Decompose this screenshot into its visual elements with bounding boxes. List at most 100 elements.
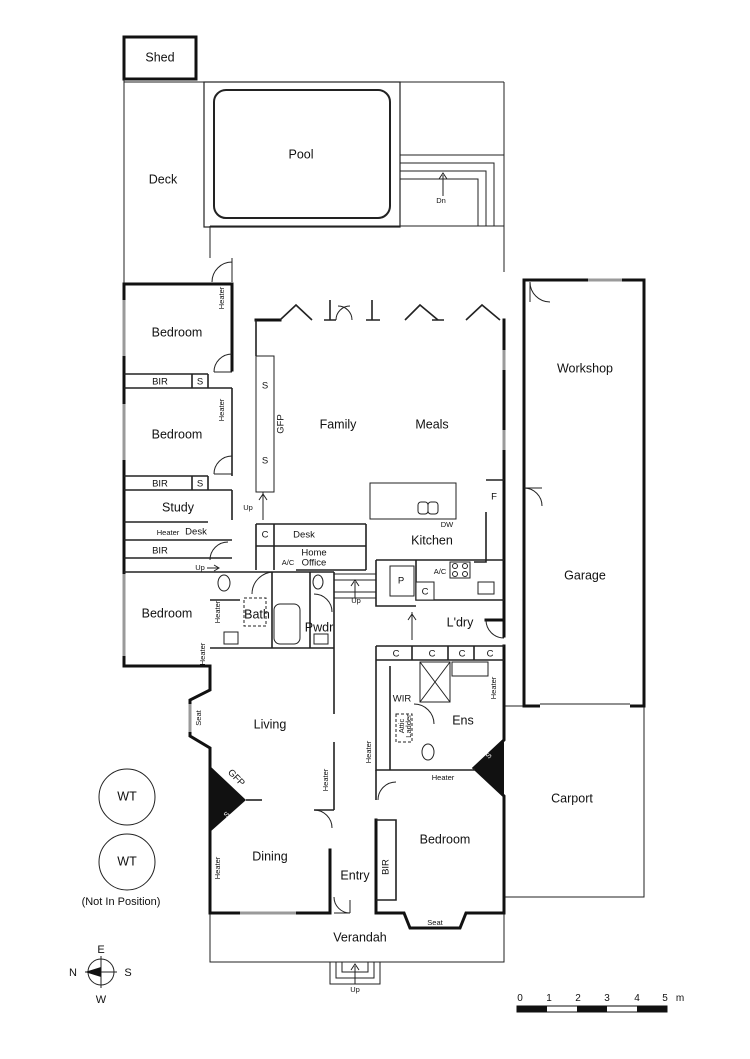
dining-label: Dining [252, 849, 287, 863]
gfp-family-label: GFP [276, 414, 287, 434]
bir3-label: BIR [152, 546, 168, 557]
up-verandah-label: Up [350, 985, 360, 994]
laundry-tub [477, 581, 495, 595]
compass-needle [85, 967, 101, 977]
shed-outline [122, 35, 198, 81]
living-dining-wall [188, 664, 332, 915]
heater-living-label: Heater [321, 768, 330, 791]
scale-seg-3 [577, 1006, 607, 1012]
verandah-up-arrow [350, 963, 360, 984]
bedroom2-label: Bedroom [152, 427, 203, 441]
up-bed3-label: Up [195, 563, 205, 572]
scale-tick-1: 1 [546, 993, 552, 1004]
laundry-door [485, 619, 505, 639]
misc-labels: Dn Up Up Up Up WT WT (Not In Position) [82, 196, 446, 994]
garage-walls [522, 278, 646, 708]
study-label: Study [162, 500, 195, 514]
s-ens-label: S [484, 751, 494, 761]
deck-door [211, 258, 233, 283]
scale-bar: 0 1 2 3 4 5 m [516, 993, 684, 1013]
ensuite-toilet [421, 743, 435, 761]
pantry-label: P [398, 576, 404, 587]
bifold-doors [279, 300, 501, 321]
bed2-door [213, 455, 233, 475]
bedroom1-label: Bedroom [152, 325, 203, 339]
kitchen-label: Kitchen [411, 533, 453, 547]
heater-study-label: Heater [157, 528, 180, 537]
main-bir-walls [375, 770, 397, 901]
family-label: Family [320, 417, 358, 431]
bir1-walls [124, 373, 232, 389]
scale-tick-0: 0 [517, 993, 523, 1004]
living-door [313, 809, 333, 829]
bath-door [251, 571, 275, 595]
not-in-position-label: (Not In Position) [82, 896, 161, 908]
water-tank-1 [98, 768, 156, 826]
seat-living-label: Seat [194, 709, 203, 725]
shower-cross [419, 661, 451, 703]
chimney-living [210, 766, 246, 832]
scale-tick-2: 2 [575, 993, 581, 1004]
garage-label: Garage [564, 568, 606, 582]
kitchen-cupboard [415, 581, 435, 601]
sink-left [417, 501, 429, 515]
heater-bed2-label: Heater [217, 398, 226, 421]
heater-ens-label: Heater [489, 676, 498, 699]
c-kitchen-label: C [422, 587, 429, 598]
bed1-door [213, 353, 233, 373]
pwdr-door [313, 593, 333, 613]
s-living-label: S [222, 810, 232, 820]
west-wing-wall [122, 282, 234, 668]
heater-dining-label: Heater [213, 856, 222, 879]
compass-w: W [96, 994, 107, 1006]
heater-bed1-label: Heater [217, 286, 226, 309]
up-study-label: Up [243, 503, 253, 512]
pool-steps [400, 162, 495, 226]
workshop-door [529, 281, 551, 303]
gfp-cabinet [255, 355, 275, 493]
heater-wir-label: Heater [364, 740, 373, 763]
shed-label: Shed [145, 50, 174, 64]
s4-label: S [262, 456, 268, 467]
bathtub [273, 603, 301, 645]
wir-walls [389, 666, 475, 771]
up-kitchen-label: Up [351, 596, 361, 605]
front-door [333, 896, 351, 914]
room-labels: Shed Pool Deck Workshop Garage Carport F… [142, 50, 613, 944]
bir1-label: BIR [152, 377, 168, 388]
ensuite-door [413, 703, 435, 725]
wt1-label: WT [117, 789, 137, 803]
workshop-label: Workshop [557, 361, 613, 375]
sink-right [427, 501, 439, 515]
outdoor-areas [122, 35, 645, 985]
c-hall3-label: C [459, 649, 466, 660]
scale-tick-4: 4 [634, 993, 640, 1004]
bir2-label: BIR [152, 479, 168, 490]
s3-label: S [262, 381, 268, 392]
s1-label: S [197, 377, 203, 388]
laundry-east [484, 598, 506, 638]
bath-toilet [217, 574, 231, 592]
laundry-label: L'dry [447, 615, 474, 629]
attic-label-2: Ladder [404, 714, 413, 738]
deck-label: Deck [149, 172, 178, 186]
fridge-recess [474, 479, 504, 563]
verandah-outline [209, 913, 505, 963]
entry-walls [328, 818, 378, 915]
cooktop [449, 561, 471, 579]
kitchen-up-arrow [350, 579, 360, 598]
garage-side-door [523, 487, 543, 507]
garage-block [522, 278, 646, 708]
carport-label: Carport [551, 791, 593, 805]
pool-outer [203, 81, 401, 228]
compass: N E S W [69, 944, 132, 1006]
home-office-label-2: Office [302, 558, 327, 569]
bath-basin [223, 631, 239, 645]
dw-label: DW [441, 520, 454, 529]
study-bir-walls [124, 521, 232, 573]
water-tank-2 [98, 833, 156, 891]
compass-e: E [97, 944, 104, 956]
heater-ens2-label: Heater [432, 773, 455, 782]
pwdr-label: Pwdr [305, 620, 333, 634]
